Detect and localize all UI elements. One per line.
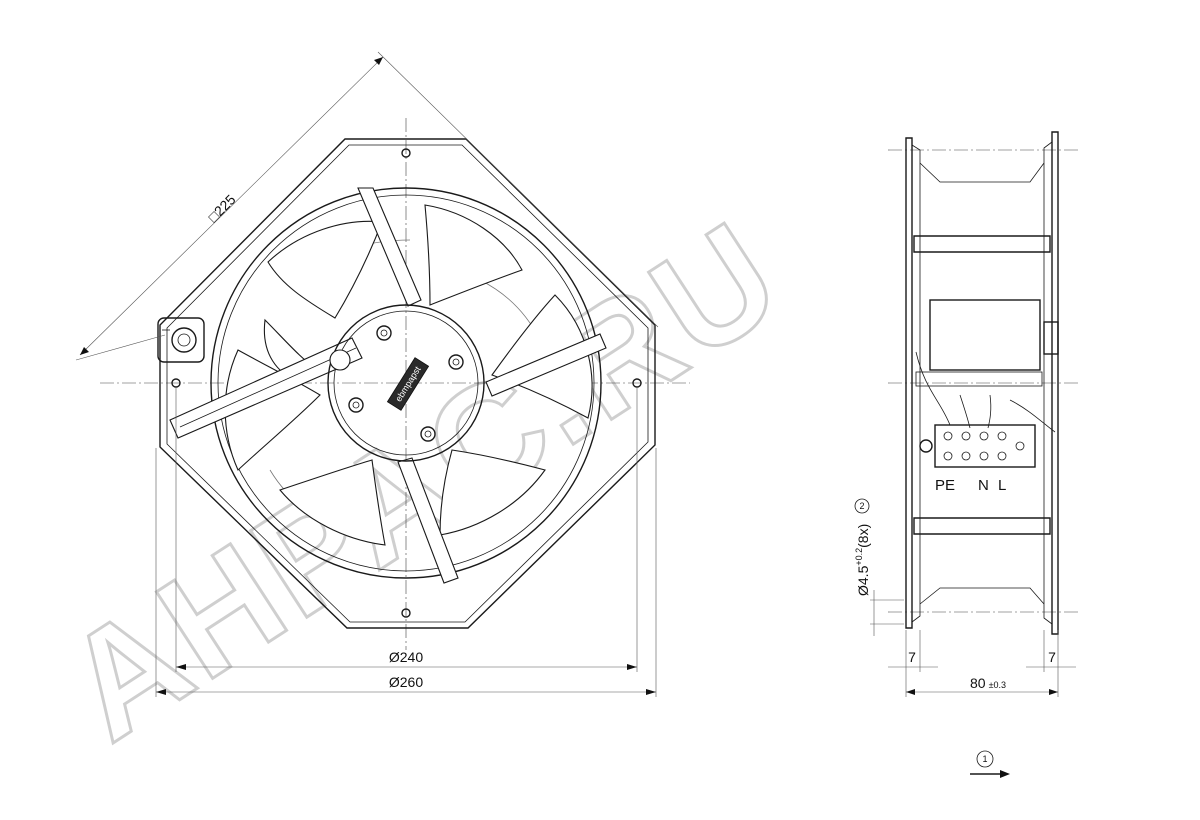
cable-duct-edge	[179, 347, 357, 428]
housing-bottom-rib	[919, 587, 1045, 605]
extension-line	[377, 51, 659, 328]
front-view: ebmpapst □225 Ø240	[75, 51, 690, 697]
dim-diag-label: □225	[205, 191, 239, 225]
struts	[169, 187, 607, 584]
ground-terminal	[157, 317, 205, 363]
mounting-hole-top	[401, 148, 411, 158]
strut-bottom-section	[913, 517, 1051, 535]
flange-right-inner	[1043, 141, 1053, 625]
dim-260-label: Ø260	[389, 674, 423, 690]
dimension-hole: Ø4.5+0.2(8x) 2	[854, 498, 904, 636]
blade	[267, 220, 383, 319]
terminal-screw	[961, 431, 971, 441]
strut-top-section	[913, 235, 1051, 253]
wire	[915, 351, 951, 426]
ground-terminal-bolt	[177, 333, 191, 347]
venturi-ring-outer	[210, 187, 602, 579]
venturi-ring-inner	[217, 194, 595, 572]
screw-center	[380, 329, 388, 337]
airflow-direction: 1	[970, 750, 1010, 778]
dimension-line	[79, 56, 384, 356]
terminal-label-l: L	[998, 477, 1006, 494]
note-circle-1	[976, 750, 994, 768]
motor-side	[929, 299, 1041, 371]
wire	[959, 394, 971, 429]
arrow-head	[80, 347, 89, 355]
extension-line	[75, 334, 166, 361]
airflow-arrow-head	[1000, 770, 1010, 778]
strut-right	[485, 333, 607, 397]
flange-left-inner	[911, 144, 921, 623]
screw-center	[452, 358, 460, 366]
dim-hole-count: (8x)	[855, 524, 871, 548]
ground-terminal-body	[157, 317, 205, 363]
dim-flange-left: 7	[908, 649, 916, 665]
arrow-head	[176, 664, 186, 670]
arrow-head	[627, 664, 637, 670]
terminal-block-body	[934, 424, 1036, 468]
note-circle-2	[854, 498, 870, 514]
dimension-depth: 7 7 80±0.3	[888, 630, 1076, 697]
screw	[448, 354, 464, 370]
flange-left	[905, 137, 913, 629]
housing-outline	[159, 138, 656, 629]
dim-240-label: Ø240	[389, 649, 423, 665]
note-number-2: 2	[859, 501, 864, 511]
shaft-plate	[915, 371, 1043, 387]
arrow-head	[1049, 689, 1058, 695]
screw-center	[352, 401, 360, 409]
blade	[439, 449, 546, 536]
housing-inner-edge	[166, 144, 649, 623]
terminal-screw	[979, 451, 989, 461]
right-boss	[1043, 321, 1059, 355]
terminal-label-n: N	[978, 477, 989, 494]
dim-depth-label: 80±0.3	[970, 675, 1006, 691]
arrow-head	[646, 689, 656, 695]
housing-top-rib	[919, 162, 1045, 183]
ground-terminal-nut	[171, 327, 197, 353]
terminal-ground-screw	[919, 439, 933, 453]
cable-gland	[329, 349, 351, 371]
dim-hole-tol: +0.2	[854, 548, 864, 566]
wire	[987, 394, 992, 429]
blade	[424, 204, 523, 306]
terminal-screw	[961, 451, 971, 461]
motor-hub-outer	[327, 304, 485, 462]
terminal-screw	[979, 431, 989, 441]
motor-hub-inner	[333, 310, 479, 456]
arrow-head	[156, 689, 166, 695]
dim-flange-right: 7	[1048, 649, 1056, 665]
terminal-screw	[997, 451, 1007, 461]
terminal-label-pe: PE	[935, 477, 955, 494]
dim-depth-main: 80	[970, 675, 986, 691]
dim-depth-tol: ±0.3	[989, 680, 1006, 690]
screw	[376, 325, 392, 341]
terminal-screw	[943, 431, 953, 441]
dim-hole-main: Ø4.5	[855, 565, 871, 596]
note-number-1: 1	[982, 754, 987, 764]
arrow-head	[374, 57, 383, 65]
terminal-screw	[943, 451, 953, 461]
terminal-screw	[997, 431, 1007, 441]
impeller-blades	[224, 204, 593, 546]
strut-bottom	[397, 457, 459, 584]
terminal-screw	[1015, 441, 1025, 451]
side-view: PE N L Ø4.5+0.2(8x) 2 7 7	[854, 131, 1080, 778]
terminal-block: PE N L	[919, 424, 1036, 494]
mounting-hole-bottom	[401, 608, 411, 618]
dimension-diameters: Ø240 Ø260	[155, 386, 657, 697]
screw	[348, 397, 364, 413]
screw	[420, 426, 436, 442]
rotor-screws	[348, 325, 464, 442]
dim-hole-label: Ø4.5+0.2(8x)	[854, 524, 871, 596]
blade	[279, 459, 386, 546]
logo-background	[386, 357, 430, 411]
screw-center	[424, 430, 432, 438]
wire	[1009, 399, 1056, 433]
strut-top	[357, 187, 422, 307]
arrow-head	[906, 689, 915, 695]
